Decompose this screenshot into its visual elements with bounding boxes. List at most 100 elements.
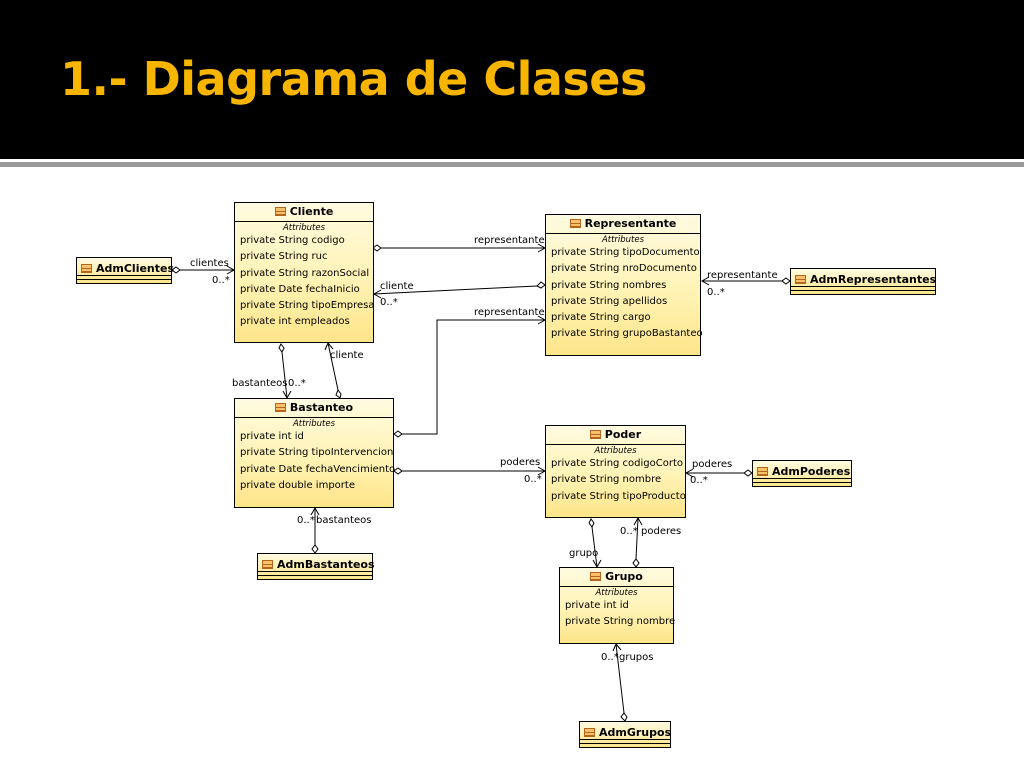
arrow-head xyxy=(633,516,643,526)
aggregation-diamond xyxy=(632,558,640,568)
class-admpoderes[interactable]: AdmPoderes xyxy=(752,460,852,487)
assoc-bastanteo-cliente xyxy=(327,342,339,391)
class-icon xyxy=(795,275,806,284)
attribute: private double importe xyxy=(240,479,355,491)
class-admbastanteos[interactable]: AdmBastanteos xyxy=(257,553,375,580)
attribute: private int id xyxy=(565,600,629,611)
multiplicity-label: 0..* xyxy=(297,515,315,526)
class-icon xyxy=(81,264,92,273)
role-label: representante xyxy=(474,235,545,246)
attribute: private String cargo xyxy=(551,312,651,324)
arrow-head xyxy=(684,468,694,478)
class-name: AdmPoderes xyxy=(772,465,851,478)
role-label: representante xyxy=(707,270,778,281)
aggregation-diamond xyxy=(536,281,546,289)
arrow-head xyxy=(612,643,622,652)
aggregation-diamond xyxy=(335,388,342,399)
arrow-head xyxy=(372,289,382,299)
aggregation-diamond xyxy=(171,266,181,274)
header-divider xyxy=(0,159,1024,162)
class-name: Cliente xyxy=(289,205,334,218)
class-icon xyxy=(274,207,286,216)
role-label: poderes xyxy=(500,457,541,468)
slide-title: 1.- Diagrama de Clases xyxy=(60,52,647,106)
class-icon xyxy=(569,219,581,228)
class-name: Grupo xyxy=(605,570,643,583)
class-name: AdmRepresentantes xyxy=(810,273,937,286)
class-cliente[interactable]: Cliente Attributes private String codigo… xyxy=(234,202,375,343)
class-name: AdmBastanteos xyxy=(277,558,375,571)
class-icon xyxy=(757,467,768,476)
attribute: private Date fechaInicio xyxy=(240,283,360,295)
role-label: bastanteos xyxy=(232,378,288,389)
multiplicity-label: 0..* xyxy=(212,275,230,286)
class-representante[interactable]: Representante Attributes private String … xyxy=(545,214,703,356)
class-bastanteo[interactable]: Bastanteo Attributes private int id priv… xyxy=(234,398,395,508)
attribute: private String tipoIntervencion xyxy=(240,447,394,459)
assoc-admgrupos-grupo xyxy=(615,643,625,714)
attributes-section-label: Attributes xyxy=(594,446,637,456)
arrow-head xyxy=(310,506,320,516)
class-admclientes[interactable]: AdmClientes xyxy=(76,257,175,284)
attribute: private String nombre xyxy=(551,474,662,486)
assoc-cliente-bastanteo xyxy=(281,351,288,399)
class-icon xyxy=(589,430,601,439)
aggregation-diamond xyxy=(311,544,319,554)
attribute: private int id xyxy=(240,431,304,442)
attribute: private String nombres xyxy=(551,279,667,291)
role-label: poderes xyxy=(692,459,733,470)
attribute: private String codigoCorto xyxy=(551,458,684,469)
arrow-head xyxy=(324,342,334,351)
role-label: grupo xyxy=(569,548,599,559)
role-label: poderes xyxy=(641,526,682,537)
role-label: cliente xyxy=(380,281,414,292)
class-icon xyxy=(590,572,602,581)
multiplicity-label: 0..* xyxy=(620,526,638,537)
attribute: private String tipoDocumento xyxy=(551,247,700,258)
attribute: private int empleados xyxy=(240,316,350,328)
aggregation-diamond xyxy=(620,712,628,722)
aggregation-diamond xyxy=(393,467,403,475)
attributes-section-label: Attributes xyxy=(601,235,645,245)
attributes-section-label: Attributes xyxy=(282,223,326,233)
attribute: private String apellidos xyxy=(551,295,668,307)
header-divider-shadow xyxy=(0,162,1024,167)
attributes-section-label: Attributes xyxy=(292,419,336,429)
assoc-poder-grupo xyxy=(591,526,598,568)
class-name: AdmGrupos xyxy=(599,726,672,739)
attribute: private String tipoEmpresa xyxy=(240,300,375,312)
class-name: Representante xyxy=(584,217,677,230)
class-name: Poder xyxy=(604,428,642,441)
role-label: cliente xyxy=(330,350,364,361)
multiplicity-label: 0..* xyxy=(690,475,708,486)
class-admgrupos[interactable]: AdmGrupos xyxy=(579,721,671,748)
class-name: AdmClientes xyxy=(96,262,175,275)
class-name: Bastanteo xyxy=(289,401,354,414)
aggregation-diamond xyxy=(588,518,595,528)
class-poder[interactable]: Poder Attributes private String codigoCo… xyxy=(545,425,686,518)
class-icon xyxy=(262,560,273,569)
aggregation-diamond xyxy=(781,277,791,285)
multiplicity-label: 0..* xyxy=(524,474,542,485)
attribute: private String nroDocumento xyxy=(551,263,697,275)
attribute: private String grupoBastanteo xyxy=(551,328,703,340)
class-grupo[interactable]: Grupo Attributes private int id private … xyxy=(559,567,676,644)
aggregation-diamond xyxy=(393,430,403,438)
multiplicity-label: 0..* xyxy=(288,378,306,389)
role-label: grupos xyxy=(619,652,654,663)
attribute: private String nombre xyxy=(565,616,676,628)
attributes-section-label: Attributes xyxy=(595,588,638,598)
multiplicity-label: 0..* xyxy=(707,287,725,298)
class-icon xyxy=(274,403,286,412)
assoc-representante-cliente xyxy=(373,285,538,295)
aggregation-diamond xyxy=(743,469,753,477)
role-label: bastanteos xyxy=(316,515,372,526)
class-admrepresentantes[interactable]: AdmRepresentantes xyxy=(790,268,936,295)
aggregation-diamond xyxy=(372,244,382,252)
slide-header: 1.- Diagrama de Clases xyxy=(0,0,1024,159)
multiplicity-label: 0..* xyxy=(380,297,398,308)
arrow-head xyxy=(700,276,710,286)
role-label: representante xyxy=(474,307,545,318)
multiplicity-label: 0..* xyxy=(601,652,619,663)
